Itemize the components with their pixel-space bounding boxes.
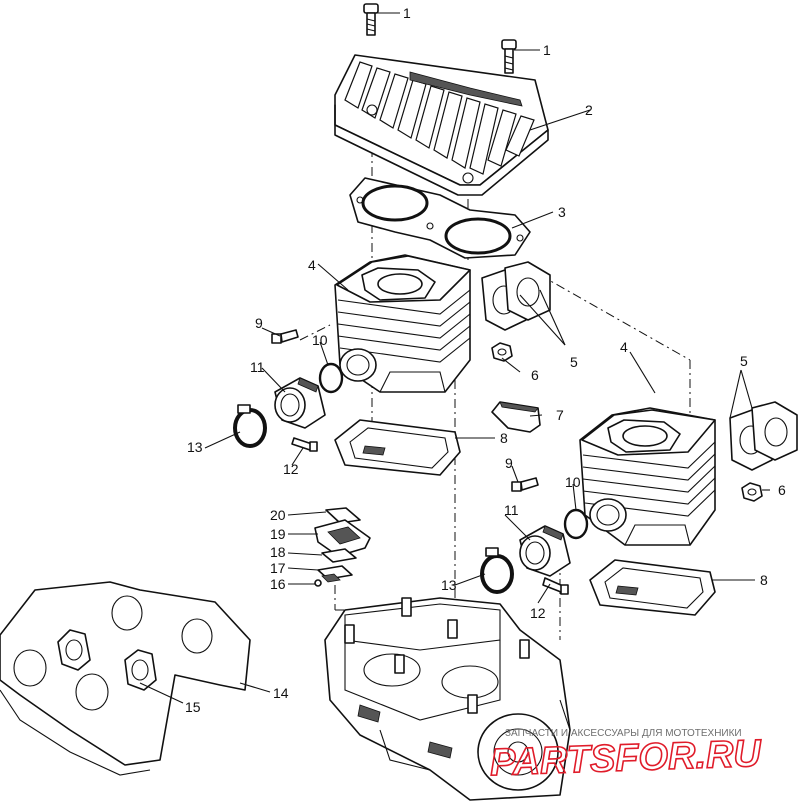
callout-9: 9 [255, 315, 263, 331]
callout-9: 9 [505, 455, 513, 471]
cylinder-lower [579, 407, 716, 546]
leader-lines [139, 12, 770, 704]
callout-16: 16 [270, 576, 286, 592]
callout-10: 10 [312, 332, 328, 348]
base-gasket [334, 419, 461, 476]
callout-5: 5 [740, 353, 748, 369]
cylinder-head [334, 54, 549, 196]
callout-1: 1 [543, 42, 551, 58]
nut [491, 342, 513, 362]
callout-17: 17 [270, 560, 286, 576]
o-ring [318, 362, 344, 394]
callout-3: 3 [558, 204, 566, 220]
intake-adapter [274, 377, 326, 429]
callout-11: 11 [250, 359, 265, 375]
stud-bolt [511, 477, 539, 492]
hose-clamp [480, 547, 514, 594]
callout-18: 18 [270, 544, 286, 560]
hose-clamp [233, 404, 267, 448]
exhaust-gasket [751, 401, 798, 461]
head-gasket [349, 177, 531, 259]
callout-12: 12 [283, 461, 299, 477]
callout-10: 10 [565, 474, 581, 490]
screw [291, 437, 318, 452]
reed-valve-assembly [314, 507, 371, 587]
callout-labels: 1 1 2 3 4 4 5 5 6 6 7 8 8 9 9 10 10 11 1… [185, 5, 786, 715]
watermark: ЗАПЧАСТИ И АКСЕССУАРЫ ДЛЯ МОТОТЕХНИКИ PA… [488, 728, 763, 785]
o-ring [563, 508, 589, 540]
callout-8: 8 [760, 572, 768, 588]
callout-7: 7 [556, 407, 564, 423]
cylinder-upper [334, 254, 471, 393]
watermark-brand: PARTSFOR.RU [489, 733, 763, 784]
callout-4: 4 [308, 257, 316, 273]
callout-19: 19 [270, 526, 286, 542]
intake-adapter [519, 525, 571, 577]
callout-20: 20 [270, 507, 286, 523]
nut [741, 482, 763, 502]
exhaust-gasket [504, 261, 551, 321]
callout-13: 13 [441, 577, 457, 593]
callout-5: 5 [570, 354, 578, 370]
mount-bracket [491, 401, 541, 433]
crankcase [324, 597, 571, 801]
callout-2: 2 [585, 102, 593, 118]
callout-14: 14 [273, 685, 289, 701]
callout-6: 6 [778, 482, 786, 498]
stud-bolt [271, 329, 299, 344]
cylinder-head-bolt [363, 3, 379, 36]
callout-1: 1 [403, 5, 411, 21]
exhaust-cover [0, 581, 251, 776]
callout-6: 6 [531, 367, 539, 383]
cylinder-head-bolt [501, 39, 517, 74]
screw [542, 577, 569, 595]
base-gasket [589, 559, 716, 616]
callout-15: 15 [185, 699, 201, 715]
callout-12: 12 [530, 605, 546, 621]
callout-8: 8 [500, 430, 508, 446]
callout-13: 13 [187, 439, 203, 455]
callout-11: 11 [504, 502, 519, 518]
watermark-tagline: ЗАПЧАСТИ И АКСЕССУАРЫ ДЛЯ МОТОТЕХНИКИ [505, 728, 742, 739]
callout-4: 4 [620, 339, 628, 355]
